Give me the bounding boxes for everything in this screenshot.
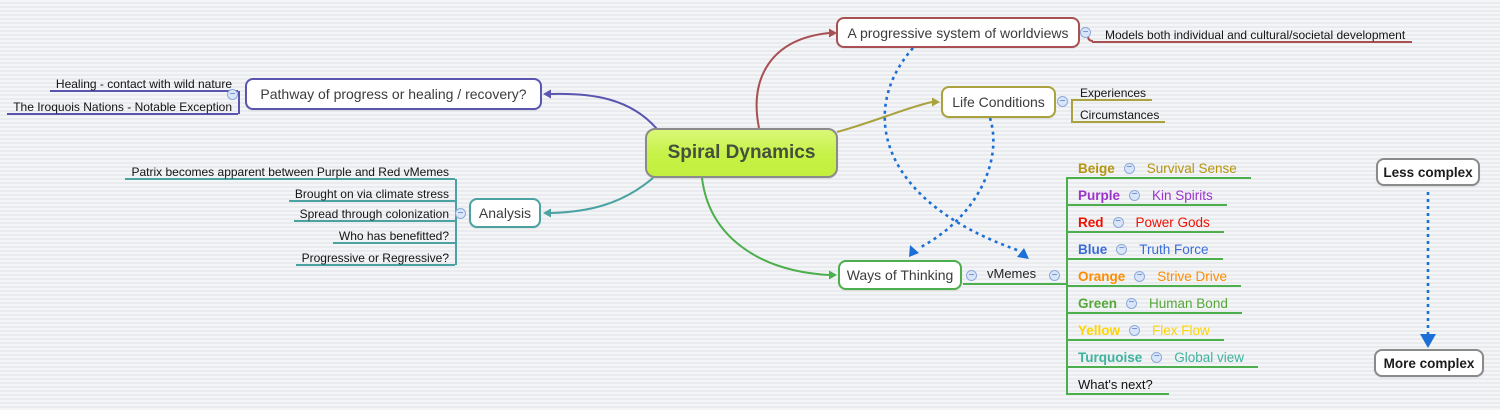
- collapse-button[interactable]: −: [1080, 27, 1091, 38]
- meme-row-beige[interactable]: Beige − Survival Sense: [1066, 159, 1251, 179]
- edge-life: [836, 101, 933, 133]
- meme-subtitle[interactable]: Flex Flow: [1152, 322, 1210, 338]
- meme-name[interactable]: Turquoise: [1078, 349, 1143, 365]
- meme-name[interactable]: Red: [1078, 214, 1104, 230]
- meme-subtitle[interactable]: Power Gods: [1135, 214, 1210, 230]
- meme-subtitle[interactable]: Strive Drive: [1157, 268, 1228, 284]
- edge-analysis: [550, 177, 654, 214]
- arrow-life-to-ways: [920, 117, 995, 249]
- meme-row-red[interactable]: Red − Power Gods: [1066, 213, 1224, 233]
- node-pathway-question[interactable]: Pathway of progress or healing / recover…: [245, 78, 542, 110]
- node-healing-wild-nature[interactable]: Healing - contact with wild nature: [49, 76, 238, 92]
- collapse-button[interactable]: −: [455, 208, 466, 219]
- collapse-button[interactable]: −: [1129, 324, 1141, 336]
- node-ways-of-thinking[interactable]: Ways of Thinking: [838, 260, 962, 290]
- node-progressive-system[interactable]: A progressive system of worldviews: [836, 17, 1080, 48]
- collapse-button[interactable]: −: [1151, 351, 1163, 363]
- collapse-button[interactable]: −: [1112, 216, 1124, 228]
- meme-name[interactable]: Yellow: [1078, 322, 1121, 338]
- node-more-complex[interactable]: More complex: [1374, 349, 1484, 377]
- meme-row-turquoise[interactable]: Turquoise − Global view: [1066, 348, 1259, 368]
- node-less-complex[interactable]: Less complex: [1376, 158, 1480, 186]
- meme-row-yellow[interactable]: Yellow − Flex Flow: [1066, 321, 1224, 341]
- meme-row-green[interactable]: Green − Human Bond: [1066, 294, 1242, 314]
- meme-subtitle[interactable]: Truth Force: [1139, 241, 1209, 257]
- meme-subtitle[interactable]: Kin Spirits: [1152, 187, 1213, 203]
- arrowhead-ways-icon: [829, 270, 837, 280]
- collapse-button[interactable]: −: [1049, 270, 1060, 281]
- arrowhead-pathway-icon: [543, 89, 551, 99]
- arrowhead-more-complex-icon: [1420, 334, 1436, 348]
- arrowhead-analysis-icon: [543, 208, 551, 218]
- node-models-development[interactable]: Models both individual and cultural/soci…: [1092, 27, 1413, 43]
- meme-name[interactable]: Blue: [1078, 241, 1108, 257]
- edge-progressive: [755, 32, 830, 129]
- edge-ways: [701, 177, 830, 276]
- meme-name[interactable]: Orange: [1078, 268, 1126, 284]
- collapse-button[interactable]: −: [1134, 270, 1146, 282]
- collapse-button[interactable]: −: [1126, 297, 1138, 309]
- collapse-button[interactable]: −: [1123, 162, 1135, 174]
- node-progressive-or-regressive[interactable]: Progressive or Regressive?: [295, 250, 455, 266]
- central-node-spiral-dynamics[interactable]: Spiral Dynamics: [645, 128, 838, 178]
- node-whats-next[interactable]: What's next?: [1066, 375, 1169, 395]
- meme-name[interactable]: Beige: [1078, 160, 1115, 176]
- collapse-button[interactable]: −: [1057, 96, 1068, 107]
- node-iroquois-exception[interactable]: The Iroquois Nations - Notable Exception: [7, 99, 238, 115]
- meme-subtitle[interactable]: Survival Sense: [1146, 160, 1237, 176]
- arrowhead-to-ways-icon: [909, 245, 919, 257]
- node-colonization[interactable]: Spread through colonization: [293, 206, 455, 222]
- collapse-button[interactable]: −: [966, 270, 977, 281]
- meme-subtitle[interactable]: Human Bond: [1149, 295, 1228, 311]
- node-life-conditions[interactable]: Life Conditions: [941, 86, 1056, 118]
- node-patrix-apparent[interactable]: Patrix becomes apparent between Purple a…: [125, 164, 455, 180]
- meme-row-purple[interactable]: Purple − Kin Spirits: [1066, 186, 1227, 206]
- node-vmemes[interactable]: vMemes: [987, 266, 1037, 281]
- node-climate-stress[interactable]: Brought on via climate stress: [288, 186, 455, 202]
- arrow-progressive-to-vmemes: [883, 47, 1021, 253]
- node-analysis[interactable]: Analysis: [469, 198, 541, 228]
- meme-subtitle[interactable]: Global view: [1174, 349, 1245, 365]
- node-circumstances[interactable]: Circumstances: [1071, 107, 1166, 123]
- edge-pathway: [550, 92, 658, 130]
- meme-name[interactable]: Purple: [1078, 187, 1121, 203]
- meme-row-orange[interactable]: Orange − Strive Drive: [1066, 267, 1242, 287]
- collapse-button[interactable]: −: [1116, 243, 1128, 255]
- arrowhead-to-vmemes-icon: [1017, 248, 1029, 259]
- collapse-button[interactable]: −: [227, 89, 238, 100]
- meme-name[interactable]: Green: [1078, 295, 1118, 311]
- collapse-button[interactable]: −: [1129, 189, 1141, 201]
- node-experiences[interactable]: Experiences: [1071, 85, 1153, 101]
- meme-row-blue[interactable]: Blue − Truth Force: [1066, 240, 1223, 260]
- arrowhead-life-icon: [932, 97, 940, 107]
- node-who-benefitted[interactable]: Who has benefitted?: [332, 228, 455, 244]
